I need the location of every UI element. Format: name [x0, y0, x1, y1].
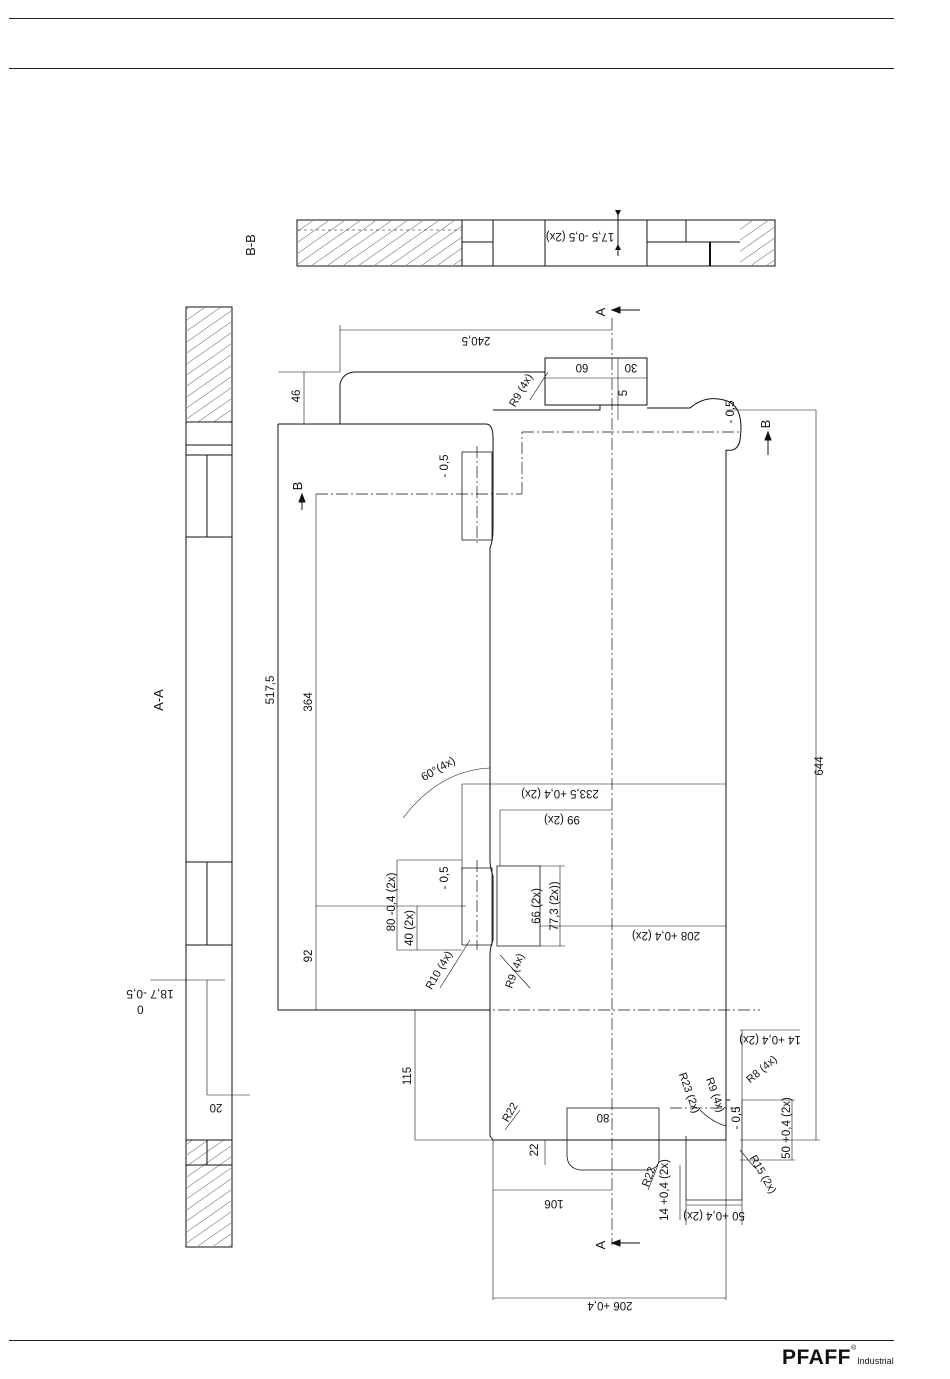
radius-r15: R15 (2x) — [747, 1153, 778, 1196]
brand-registered-mark: ® — [851, 1345, 857, 1352]
dim-30: 30 — [625, 361, 638, 373]
brand-subtitle: Industrial — [857, 1356, 894, 1366]
dim-66: 66 (2x) — [531, 888, 543, 924]
dim-18-7: 18,7 -0,5 — [126, 987, 174, 1001]
dim-50-low: 50 +0,4 (2x) — [683, 1209, 745, 1221]
dim-364: 364 — [303, 692, 315, 712]
tol-slot-top: - 0,5 — [439, 454, 451, 477]
dim-46: 46 — [291, 390, 303, 403]
dim-22: 22 — [529, 1144, 541, 1157]
dim-99: 99 (2x) — [544, 813, 580, 825]
dim-14-low: 14 +0,4 (2x) — [659, 1159, 671, 1221]
radius-r9-mid: R9 (4x) — [503, 952, 527, 990]
marker-b-right: B — [758, 420, 773, 429]
dim-0: 0 — [137, 1003, 144, 1017]
tol-right-top: - 0,5 — [725, 400, 737, 423]
dim-80-low: 80 — [597, 1111, 610, 1123]
dim-80: 80 -0,4 (2x) — [386, 872, 398, 931]
header-rule-bottom — [9, 68, 894, 69]
dim-77: 77,3 (2x)) — [549, 881, 561, 930]
radius-r10: R10 (4x) — [424, 949, 455, 992]
dim-240: 240,5 — [462, 334, 491, 346]
brand-name: PFAFF — [782, 1346, 851, 1369]
radius-r22-low: R22 — [640, 1165, 658, 1188]
marker-a-bottom: A — [593, 1240, 608, 1249]
radius-r8: R8 (4x) — [744, 1054, 779, 1086]
dim-60: 60 — [576, 361, 589, 373]
section-bb-label: B-B — [243, 234, 258, 256]
pfaff-logo: PFAFF ® Industrial — [782, 1344, 894, 1368]
marker-a-top: A — [593, 307, 608, 316]
dim-20: 20 — [210, 1101, 223, 1113]
radius-r9-top: R9 (4x) — [507, 372, 535, 409]
dim-5: 5 — [618, 390, 630, 396]
dim-233: 233,5 +0,4 (2x) — [521, 787, 599, 799]
dim-644: 644 — [814, 756, 826, 776]
dim-14-right: 14 +0,4 (2x) — [739, 1033, 801, 1045]
dim-206: 206 +0,4 — [587, 1299, 633, 1311]
dimension-lines — [277, 325, 820, 1300]
angle-60: 60°(4x) — [419, 755, 457, 784]
dim-bb-slot: 17,5 -0,5 (2x) — [546, 230, 615, 242]
marker-b-left: B — [290, 482, 305, 491]
section-aa-label: A-A — [151, 689, 166, 711]
footer-rule — [9, 1340, 894, 1341]
tol-mid: - 0,5 — [439, 866, 451, 889]
dim-40: 40 (2x) — [404, 910, 416, 946]
section-markers — [298, 306, 772, 1247]
dim-106: 106 — [544, 1197, 563, 1209]
dim-50-right: 50 +0,4 (2x) — [781, 1097, 793, 1159]
dim-92: 92 — [303, 950, 315, 963]
section-bb-view — [296, 210, 776, 267]
header-rule-top — [9, 18, 894, 19]
tol-low: - 0,5 — [731, 1106, 743, 1129]
radius-r22-left: R22 — [500, 1101, 520, 1124]
centre-lines — [278, 318, 760, 1245]
dim-208: 208 +0,4 (2x) — [632, 929, 700, 941]
dim-517: 517,5 — [265, 676, 277, 705]
section-aa-view — [150, 306, 250, 1248]
dim-115: 115 — [402, 1067, 414, 1085]
main-plate-outline — [277, 357, 743, 1201]
